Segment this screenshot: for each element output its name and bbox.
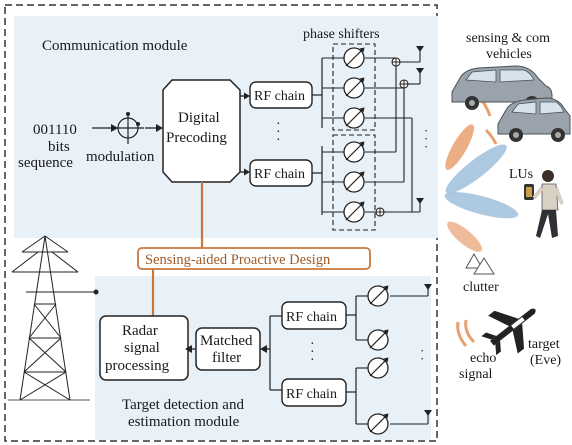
dots: · (276, 117, 281, 132)
dots: · (276, 133, 281, 148)
digital-precoding-block (162, 79, 241, 183)
svg-text:·: · (420, 351, 424, 366)
clutter-label: clutter (463, 280, 499, 295)
phase-shifter-icon (322, 107, 365, 129)
antenna-icon (416, 198, 424, 204)
vehicles-label-1: sensing & com (466, 31, 550, 46)
antenna-icon (424, 284, 432, 290)
lus-label: LUs (509, 167, 533, 182)
phase-shifter-icon (356, 413, 389, 435)
matched-filter-label-2: filter (212, 350, 241, 366)
comm-phase-shifters (322, 47, 365, 223)
target-label-2: (Eve) (530, 353, 561, 368)
antenna-icon (416, 68, 424, 74)
antenna-icon (416, 46, 424, 52)
arrowhead (244, 168, 250, 176)
radar-label-1: Radar (122, 323, 158, 339)
sensing-antennas: · · (390, 284, 432, 425)
sensing-module-title-2: estimation module (128, 414, 240, 430)
antenna-icon (424, 410, 432, 416)
sensing-module-title-1: Target detection and (122, 397, 244, 413)
phase-shifters-label: phase shifters (303, 27, 380, 42)
matched-filter-label-1: Matched (200, 333, 253, 349)
svg-text:·: · (424, 123, 428, 138)
phase-shifter-icon (356, 285, 389, 307)
vehicle-icon (497, 97, 571, 142)
phase-shifter-icon (322, 141, 365, 163)
vehicles-label-2: vehicles (486, 47, 532, 62)
proactive-design-label: Sensing-aided Proactive Design (145, 252, 331, 268)
digital-precoding-label-1: Digital (178, 110, 220, 126)
person-icon (532, 170, 564, 238)
echo-label-2: signal (459, 367, 493, 382)
svg-text:·: · (424, 139, 428, 154)
svg-text:·: · (310, 353, 315, 368)
arrowhead (244, 92, 250, 100)
dots: · (276, 125, 281, 140)
comm-antenna-network: · · · (365, 46, 428, 217)
digital-precoding-label-2: Precoding (166, 130, 227, 146)
target-aircraft-icon (481, 308, 536, 356)
phase-shifter-icon (322, 171, 365, 193)
communication-module-title: Communication module (42, 38, 188, 54)
phase-shifter-icon (322, 201, 365, 223)
modulation-icon (112, 112, 144, 144)
arrowhead (260, 345, 267, 353)
phase-shifter-icon (356, 329, 389, 351)
svg-text:·: · (310, 337, 315, 352)
sensing-rf-chain-2-label: RF chain (286, 387, 337, 402)
phase-shifter-icon (322, 77, 365, 99)
transmission-tower-icon (8, 235, 99, 401)
phase-shifter-icon (322, 47, 365, 69)
svg-text:·: · (420, 343, 424, 358)
phase-shifter-icon (356, 357, 389, 379)
modulation-label: modulation (86, 149, 155, 165)
bits-label: bits (48, 139, 70, 155)
echo-label-1: echo (470, 351, 496, 366)
radar-label-2: signal (124, 340, 160, 356)
comm-rf-chain-1-label: RF chain (254, 89, 305, 104)
svg-text:·: · (424, 131, 428, 146)
proactive-design-box (137, 247, 371, 270)
radiation-beams (444, 94, 519, 347)
comm-rf-chain-2-label: RF chain (254, 167, 305, 182)
arrowhead (185, 345, 192, 353)
svg-text:·: · (310, 345, 315, 360)
sensing-phase-shifters (356, 285, 389, 435)
target-label-1: target (528, 337, 560, 352)
phone-icon (524, 184, 534, 200)
phase-shifter-group-1 (332, 43, 376, 131)
arrowhead (156, 124, 163, 132)
sequence-label: sequence (18, 155, 73, 171)
clutter-icon (465, 252, 495, 275)
sensing-rf-chain-1-label: RF chain (286, 310, 337, 325)
radar-label-3: processing (105, 358, 170, 374)
bits-value: 001110 (33, 122, 77, 138)
